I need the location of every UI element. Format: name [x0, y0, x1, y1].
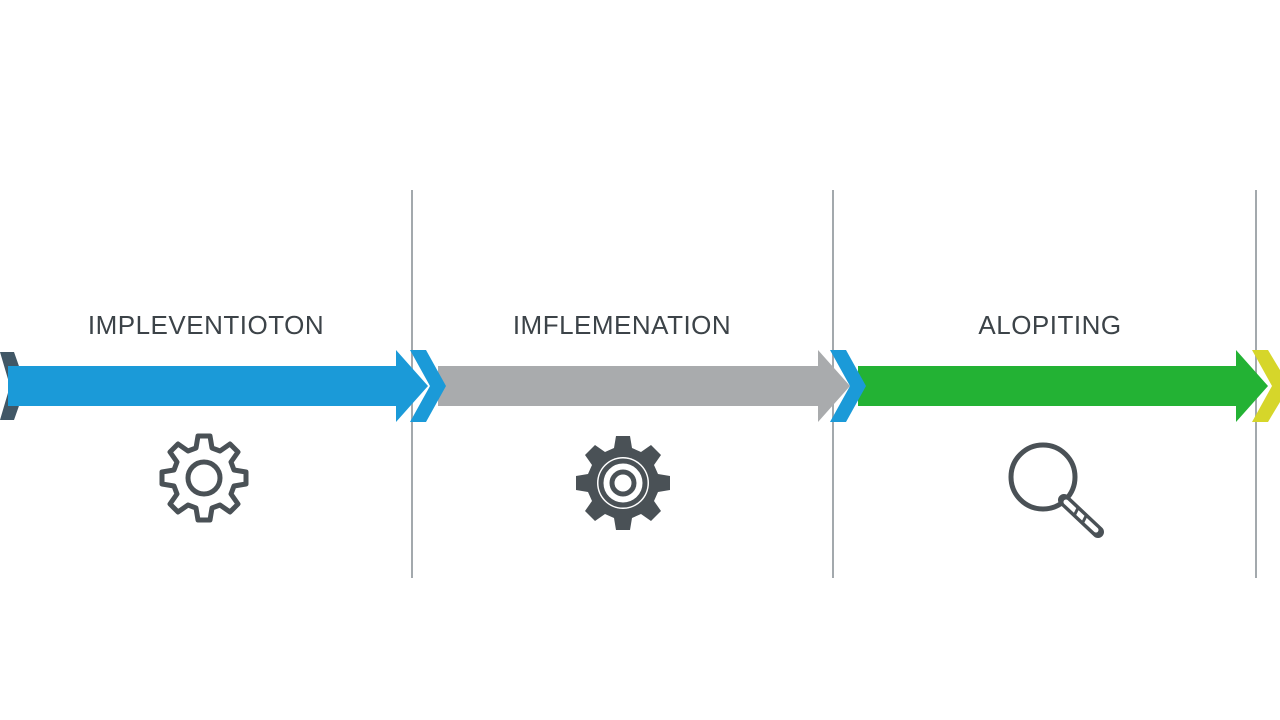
stage-label-3: ALOPITING — [978, 310, 1122, 340]
gear-solid-icon — [576, 436, 670, 530]
stage-arrow-2 — [438, 350, 850, 422]
stage-arrow-3 — [858, 350, 1268, 422]
stage-chevron-2 — [830, 350, 866, 422]
magnifier-icon — [1008, 442, 1104, 538]
gear-outline-icon — [159, 433, 249, 523]
stage-arrow-1 — [8, 350, 428, 422]
stage-label-2: IMFLEMENATION — [512, 310, 732, 340]
end-chevron — [1252, 350, 1280, 422]
stage-label-1: IMPLEVENTIOTON — [87, 310, 325, 340]
stage-chevron-1 — [410, 350, 446, 422]
